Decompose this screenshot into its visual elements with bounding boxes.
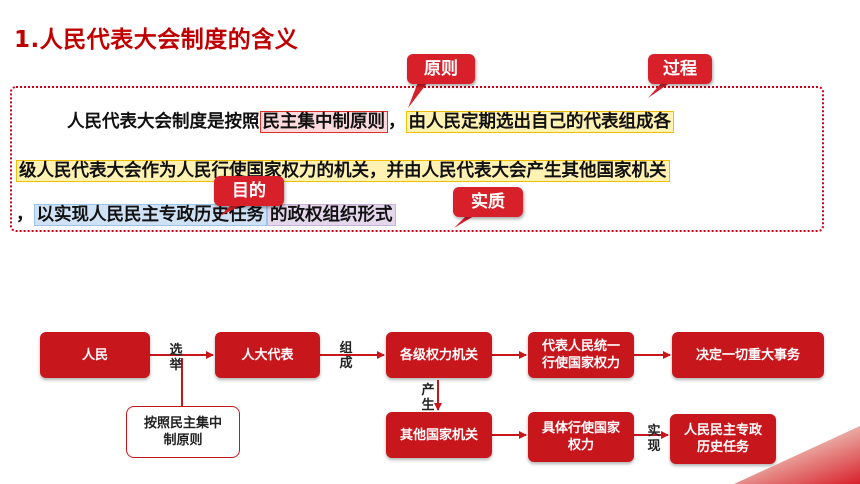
node-dictatorship-task: 人民民主专政 历史任务 <box>670 414 776 464</box>
callout-process: 过程 <box>648 54 712 84</box>
page-title: 1.人民代表大会制度的含义 <box>14 27 299 53</box>
edge-label-compose: 组成 <box>339 341 353 371</box>
highlight-process-continued: 级人民代表大会作为人民行使国家权力的机关，并由人民代表大会产生其他国家机关 <box>16 160 670 182</box>
edge-label-produce: 产生 <box>421 383 435 413</box>
callout-principle: 原则 <box>407 54 475 84</box>
node-represent-people: 代表人民统一 行使国家权力 <box>528 332 634 378</box>
highlight-essence: 的政权组织形式 <box>267 204 396 226</box>
edge-label-realize: 实现 <box>647 424 661 454</box>
node-principle-note: 按照民主集中 制原则 <box>126 406 240 458</box>
node-principle-line2: 制原则 <box>163 433 203 448</box>
highlight-principle: 民主集中制原则 <box>259 111 388 133</box>
paragraph-comma: ， <box>16 205 34 225</box>
node-represent-line1: 代表人民统一 <box>541 339 620 354</box>
node-represent-line2: 行使国家权力 <box>541 356 620 371</box>
paragraph-line-3: ，以实现人民民主专政历史任务的政权组织形式 <box>16 200 396 230</box>
callout-essence: 实质 <box>453 187 523 217</box>
highlight-process: 由人民定期选出自己的代表组成各 <box>405 111 674 133</box>
paragraph-text: 人民代表大会制度是按照 <box>67 112 260 132</box>
node-other-organs: 其他国家机关 <box>386 412 492 458</box>
paragraph-comma: ， <box>388 112 406 132</box>
node-dictatorship-line2: 历史任务 <box>696 440 749 455</box>
callout-tail-purpose <box>220 204 244 216</box>
highlight-purpose: 以实现人民民主专政历史任务 <box>33 204 267 226</box>
node-exercise-power: 具体行使国家 权力 <box>528 412 634 462</box>
callout-purpose: 目的 <box>214 176 284 206</box>
node-exercise-line1: 具体行使国家 <box>541 421 620 436</box>
callout-tail-process <box>648 80 674 98</box>
node-dictatorship-line1: 人民民主专政 <box>683 423 762 438</box>
paragraph-line-2: 级人民代表大会作为人民行使国家权力的机关，并由人民代表大会产生其他国家机关 <box>16 156 670 186</box>
node-npc-deputies: 人大代表 <box>215 332 320 378</box>
node-power-organs: 各级权力机关 <box>386 332 492 378</box>
node-people: 人民 <box>40 332 150 378</box>
callout-tail-principle <box>408 82 428 108</box>
paragraph-line-1: 人民代表大会制度是按照民主集中制原则，由人民定期选出自己的代表组成各 <box>67 107 674 137</box>
node-exercise-line2: 权力 <box>567 438 594 453</box>
edge-label-elect: 选举 <box>169 343 183 373</box>
node-principle-line1: 按照民主集中 <box>143 416 222 431</box>
node-decide-affairs: 决定一切重大事务 <box>672 332 824 378</box>
